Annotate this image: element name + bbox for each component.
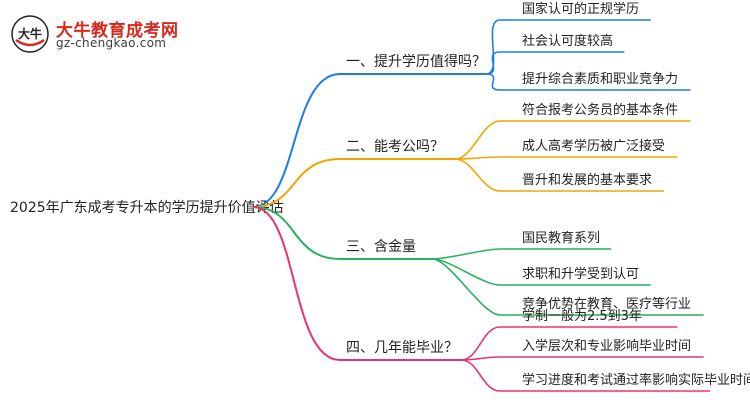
leaf-connector-1-1 xyxy=(485,19,501,75)
leaf-label-2-2: 成人高考学历被广泛接受 xyxy=(522,138,665,154)
site-name: 大牛教育成考网 xyxy=(56,21,179,41)
leaf-connector-4-1 xyxy=(460,326,501,361)
leaf-label-1-3: 提升综合素质和职业竞争力 xyxy=(522,71,678,87)
branch-connector-2 xyxy=(252,158,341,208)
leaf-label-2-1: 符合报考公务员的基本条件 xyxy=(522,102,678,118)
leaf-label-1-1: 国家认可的正规学历 xyxy=(522,1,639,17)
branch-label-1: 一、提升学历值得吗？ xyxy=(346,53,486,70)
leaf-label-3-1: 国民教育系列 xyxy=(522,230,600,246)
leaf-label-3-2: 求职和升学受到认可 xyxy=(522,266,639,282)
branch-label-3: 三、含金量 xyxy=(346,239,416,255)
site-logo[interactable]: 大牛 大牛教育成考网 gz-chengkao.com xyxy=(10,14,210,54)
leaf-connector-1-2 xyxy=(485,51,501,75)
leaf-label-2-3: 晋升和发展的基本要求 xyxy=(522,172,652,188)
leaf-label-1-2: 社会认可度较高 xyxy=(522,33,613,49)
leaf-connector-3-3 xyxy=(431,258,501,316)
leaf-label-3-3: 竞争优势在教育、医疗等行业 xyxy=(522,296,691,312)
branch-label-4: 四、几年能毕业？ xyxy=(346,340,458,356)
logo-mark-icon: 大牛 xyxy=(11,15,49,53)
site-url: gz-chengkao.com xyxy=(56,36,167,50)
branch-connector-4 xyxy=(252,206,341,361)
leaf-connector-2-3 xyxy=(454,158,501,192)
leaf-connector-2-1 xyxy=(454,120,501,160)
leaf-connector-4-3 xyxy=(460,359,501,392)
branch-connector-3 xyxy=(252,206,341,260)
leaf-connector-1-3 xyxy=(485,73,501,91)
branch-label-2: 二、能考公吗？ xyxy=(346,139,444,155)
leaf-label-4-3: 学习进度和考试通过率影响实际毕业时间 xyxy=(522,372,750,388)
leaf-connector-3-1 xyxy=(431,248,501,260)
leaf-label-4-1: 学制一般为2.5到3年 xyxy=(522,308,642,324)
logo-mark-text: 大牛 xyxy=(18,26,42,41)
branch-connector-1 xyxy=(252,73,341,208)
root-title: 2025年广东成考专升本的学历提升价值评估 xyxy=(10,200,284,216)
leaf-label-4-2: 入学层次和专业影响毕业时间 xyxy=(522,338,691,354)
